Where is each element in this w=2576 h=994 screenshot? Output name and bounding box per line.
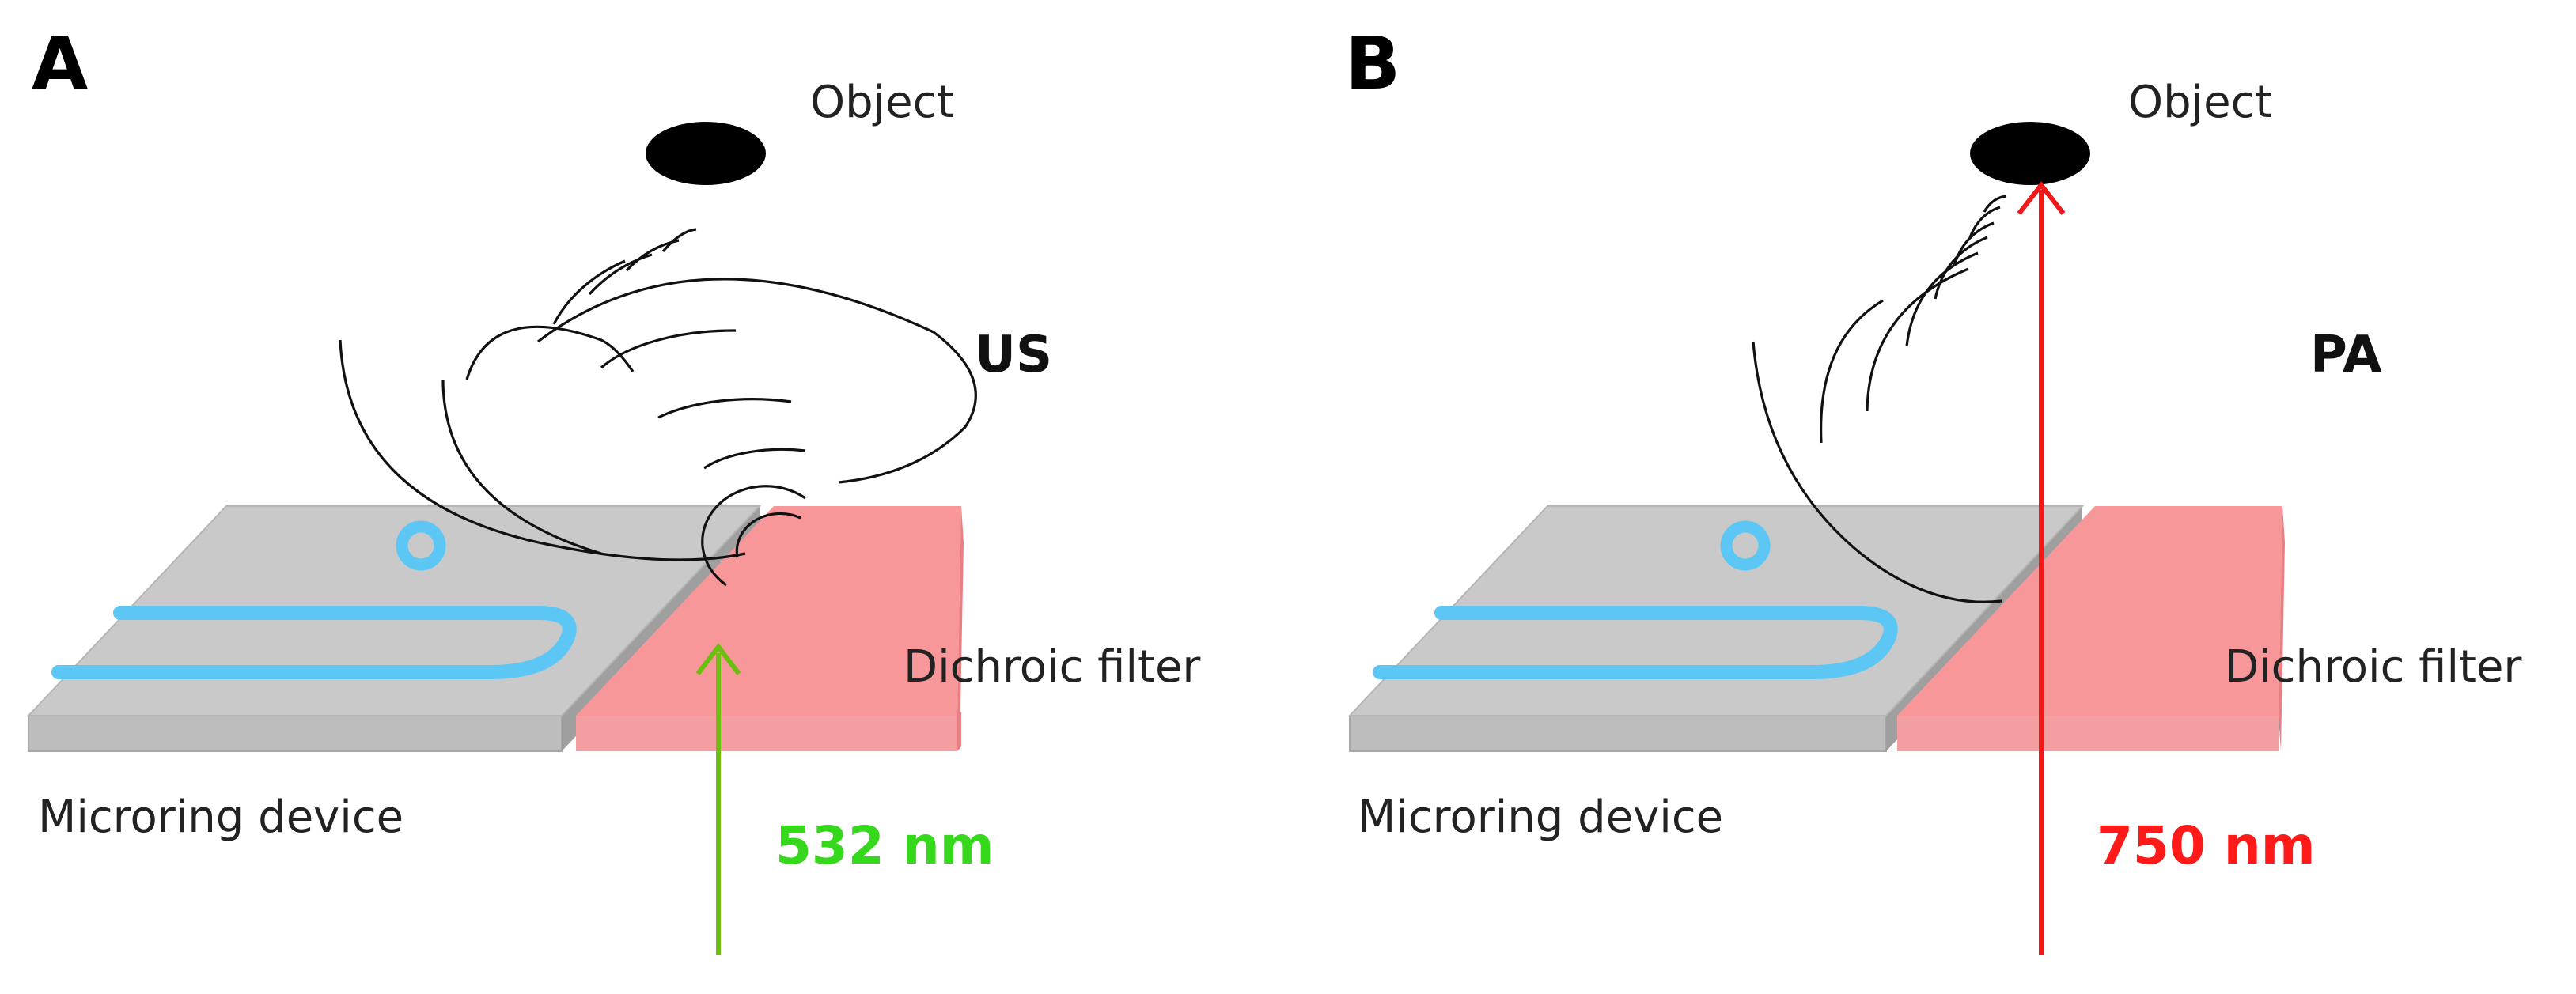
panel-a-echo-3	[588, 253, 653, 296]
panel-a-filter-label: Dichroic filter	[903, 641, 1201, 693]
panel-b-wave-2	[1968, 206, 2001, 238]
panel-a-wavelength-label: 532 nm	[775, 815, 994, 876]
panel-a-bus-waveguide	[51, 606, 577, 679]
panel-a-echo-4	[537, 278, 977, 484]
panel-a-echo-7	[441, 379, 602, 555]
panel-b-waveguide	[1373, 520, 1898, 679]
panel-a-filter-front-face	[576, 716, 957, 751]
panel-a: A Object	[26, 21, 1201, 955]
panel-b-wave-7	[1820, 299, 1884, 444]
panel-b-object-label: Object	[2128, 77, 2272, 128]
panel-b-wave-4	[1934, 236, 1988, 300]
panel-a-wave-up-5	[600, 329, 737, 369]
panel-b-object	[1970, 122, 2090, 185]
panel-b-laser-arrowhead	[2017, 181, 2066, 215]
panel-a-device-front-face	[28, 715, 563, 752]
panel-a-object	[646, 122, 766, 185]
panel-b-wave-8	[1752, 341, 2002, 603]
panel-b-filter-side-face	[2279, 506, 2285, 751]
panel-b-filter-label: Dichroic filter	[2225, 641, 2522, 693]
panel-b-wavelength-label: 750 nm	[2097, 815, 2316, 876]
panel-b-dichroic-filter	[1897, 506, 2285, 751]
panel-a-microring	[396, 520, 446, 571]
panel-a-echo-waves	[339, 228, 977, 561]
panel-a-echo-2	[625, 239, 680, 272]
panel-a-wave-up-6	[552, 259, 626, 325]
panel-b-device-front-face	[1349, 715, 1887, 752]
panel-a-object-label: Object	[810, 77, 954, 128]
panel-b-wave-6	[1866, 267, 1969, 412]
panel-b: B Object	[1345, 21, 2522, 955]
panel-a-dichroic-filter	[576, 506, 964, 751]
panel-a-wave-up-1	[735, 512, 801, 558]
panel-a-echo-1	[661, 228, 697, 253]
panel-b-letter: B	[1345, 21, 1400, 106]
panel-a-letter: A	[32, 21, 88, 106]
panel-a-mode-label: US	[975, 326, 1052, 384]
panel-a-echo-5	[465, 325, 635, 380]
panel-a-wave-up-2	[701, 485, 806, 587]
panel-b-bus-waveguide	[1373, 606, 1898, 679]
panel-a-wave-up-3	[703, 448, 806, 470]
panel-a-echo-6	[339, 339, 746, 561]
panel-b-device-label: Microring device	[1358, 792, 1723, 843]
panel-a-filter-side-face	[957, 506, 964, 751]
panel-a-ultrasound-waves-up	[552, 259, 806, 587]
panel-b-photoacoustic-waves	[1752, 195, 2007, 603]
panel-b-mode-label: PA	[2310, 326, 2382, 384]
panel-a-device-label: Microring device	[38, 792, 403, 843]
panel-a-filter-top-face	[576, 506, 961, 716]
panel-b-filter-front-face	[1897, 716, 2279, 751]
panel-b-wave-1	[1983, 195, 2007, 213]
panel-b-filter-top-face	[1897, 506, 2282, 716]
panel-b-microring	[1720, 520, 1771, 571]
panel-b-wave-3	[1953, 221, 1995, 266]
panel-a-laser-arrowhead	[695, 643, 741, 675]
panel-a-waveguide	[51, 520, 577, 679]
panel-a-wave-up-4	[657, 398, 792, 419]
